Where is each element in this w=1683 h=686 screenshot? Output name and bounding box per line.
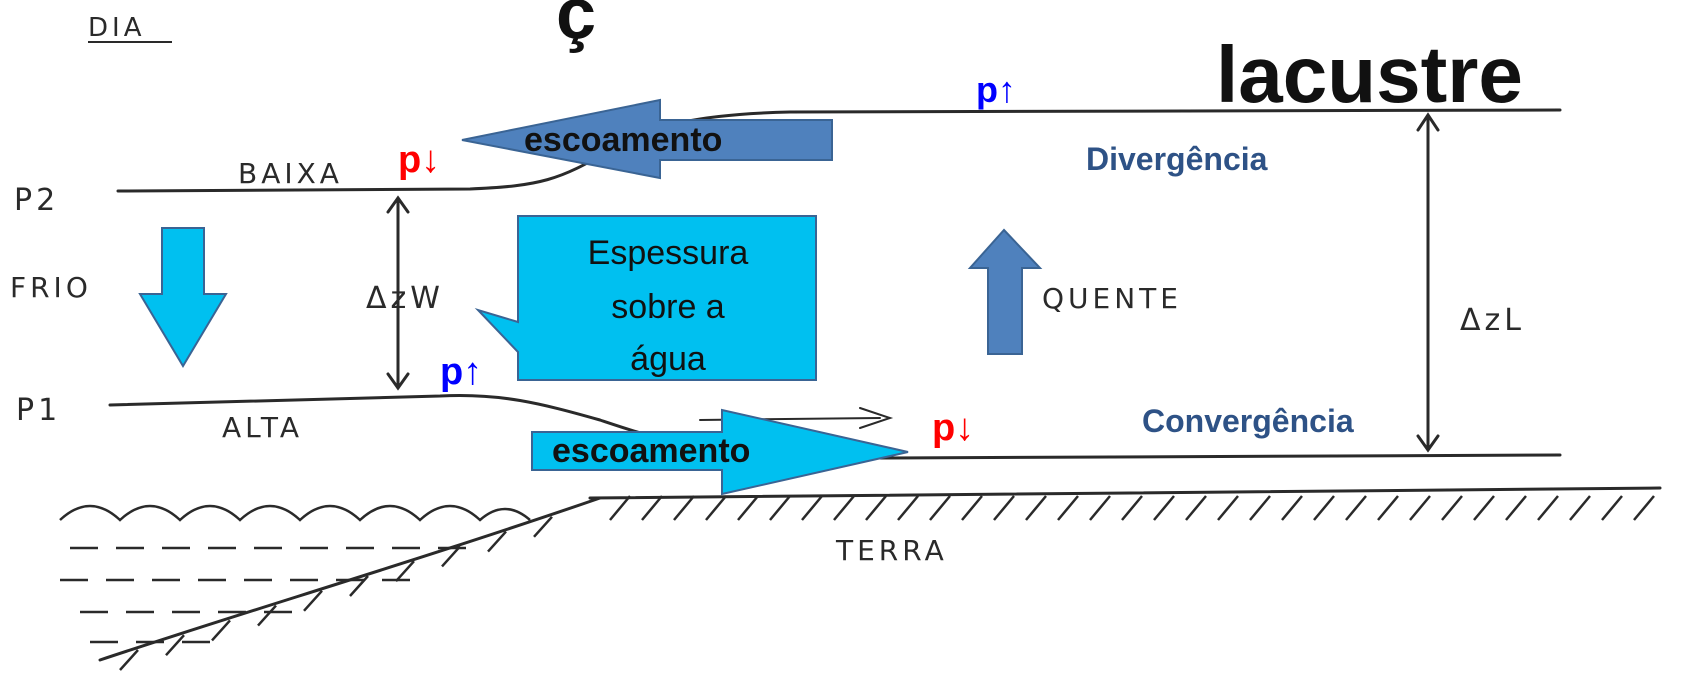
baixa-label: BAIXA [238,157,343,190]
hatch-stroke [1441,495,1463,521]
frio-label: FRIO [10,271,92,304]
coast-slope [98,496,602,662]
hatch-stroke [257,604,277,627]
delta-zl-label: ΔzL [1460,303,1525,338]
land-surface [588,486,1662,500]
pressure-low-bottom: p↓ [932,407,974,449]
hatch-stroke [211,619,231,642]
pressure-high-top: p↑ [976,69,1016,110]
hatch-stroke [641,495,663,521]
hatch-stroke [1217,495,1239,521]
hatch-stroke [1313,495,1335,521]
divergence-label: Divergência [1086,141,1268,177]
delta-zw-label: ΔzW [366,281,444,316]
pressure-high-bottom: p↑ [440,351,482,393]
convergence-label: Convergência [1142,403,1354,439]
hatch-stroke [1537,495,1559,521]
hatch-stroke [1409,495,1431,521]
hatch-stroke [737,495,759,521]
hatch-stroke [533,515,553,538]
hatch-stroke [395,560,415,583]
hatch-stroke [1505,495,1527,521]
hatch-stroke [487,530,507,553]
hatch-stroke [801,495,823,521]
hatch-stroke [961,495,983,521]
land-hatching [119,495,1655,671]
hatch-stroke [1569,495,1591,521]
water-dashes [60,546,466,644]
rising-air-arrow [967,228,1043,355]
lower-flow-label: escoamento [552,432,750,470]
hatch-stroke [1089,495,1111,521]
hatch-stroke [609,495,631,521]
water-surface [59,504,531,644]
hatch-stroke [673,495,695,521]
hatch-stroke [1601,495,1623,521]
hatch-stroke [441,545,461,568]
hatch-stroke [1121,495,1143,521]
hatch-stroke [1633,495,1655,521]
hatch-stroke [1025,495,1047,521]
hatch-stroke [769,495,791,521]
hatch-stroke [1249,495,1271,521]
upper-flow-label: escoamento [524,121,722,159]
dia-label: DIA [88,13,145,43]
hatch-stroke [865,495,887,521]
p2-label: P2 [14,183,59,218]
hatch-stroke [833,495,855,521]
hatch-stroke [1153,495,1175,521]
hatch-stroke [1281,495,1303,521]
sinking-air-arrow [138,227,228,368]
callout-line-2: sobre a [611,288,724,326]
delta-zl-arrow [1416,112,1440,453]
hatch-stroke [929,495,951,521]
pressure-low-top: p↓ [398,139,440,181]
lower-flow-arrow [531,408,909,496]
wave-line [59,504,531,522]
hatch-stroke [897,495,919,521]
sketch-lines [98,108,1662,662]
hatch-stroke [705,495,727,521]
hatch-stroke [349,575,369,597]
callout-line-3: água [630,340,706,378]
callout-line-1: Espessura [588,234,749,272]
hatch-stroke [1345,495,1367,521]
hatch-stroke [993,495,1015,521]
hatch-stroke [165,634,185,657]
upper-flow-arrow [461,98,833,180]
title-top-fragment: ç [556,0,596,54]
alta-label: ALTA [222,411,303,444]
hatch-stroke [1473,495,1495,521]
terra-label: TERRA [835,534,948,567]
hatch-stroke [1057,495,1079,521]
hatch-stroke [1377,495,1399,521]
title-lacustre: lacustre [1216,30,1523,119]
hatch-stroke [119,649,139,671]
hatch-stroke [303,589,323,612]
callout-box [474,215,817,381]
delta-zw-arrow [386,195,410,391]
p1-label: P1 [16,393,61,428]
quente-label: QUENTE [1042,282,1182,315]
hatch-stroke [1185,495,1207,521]
